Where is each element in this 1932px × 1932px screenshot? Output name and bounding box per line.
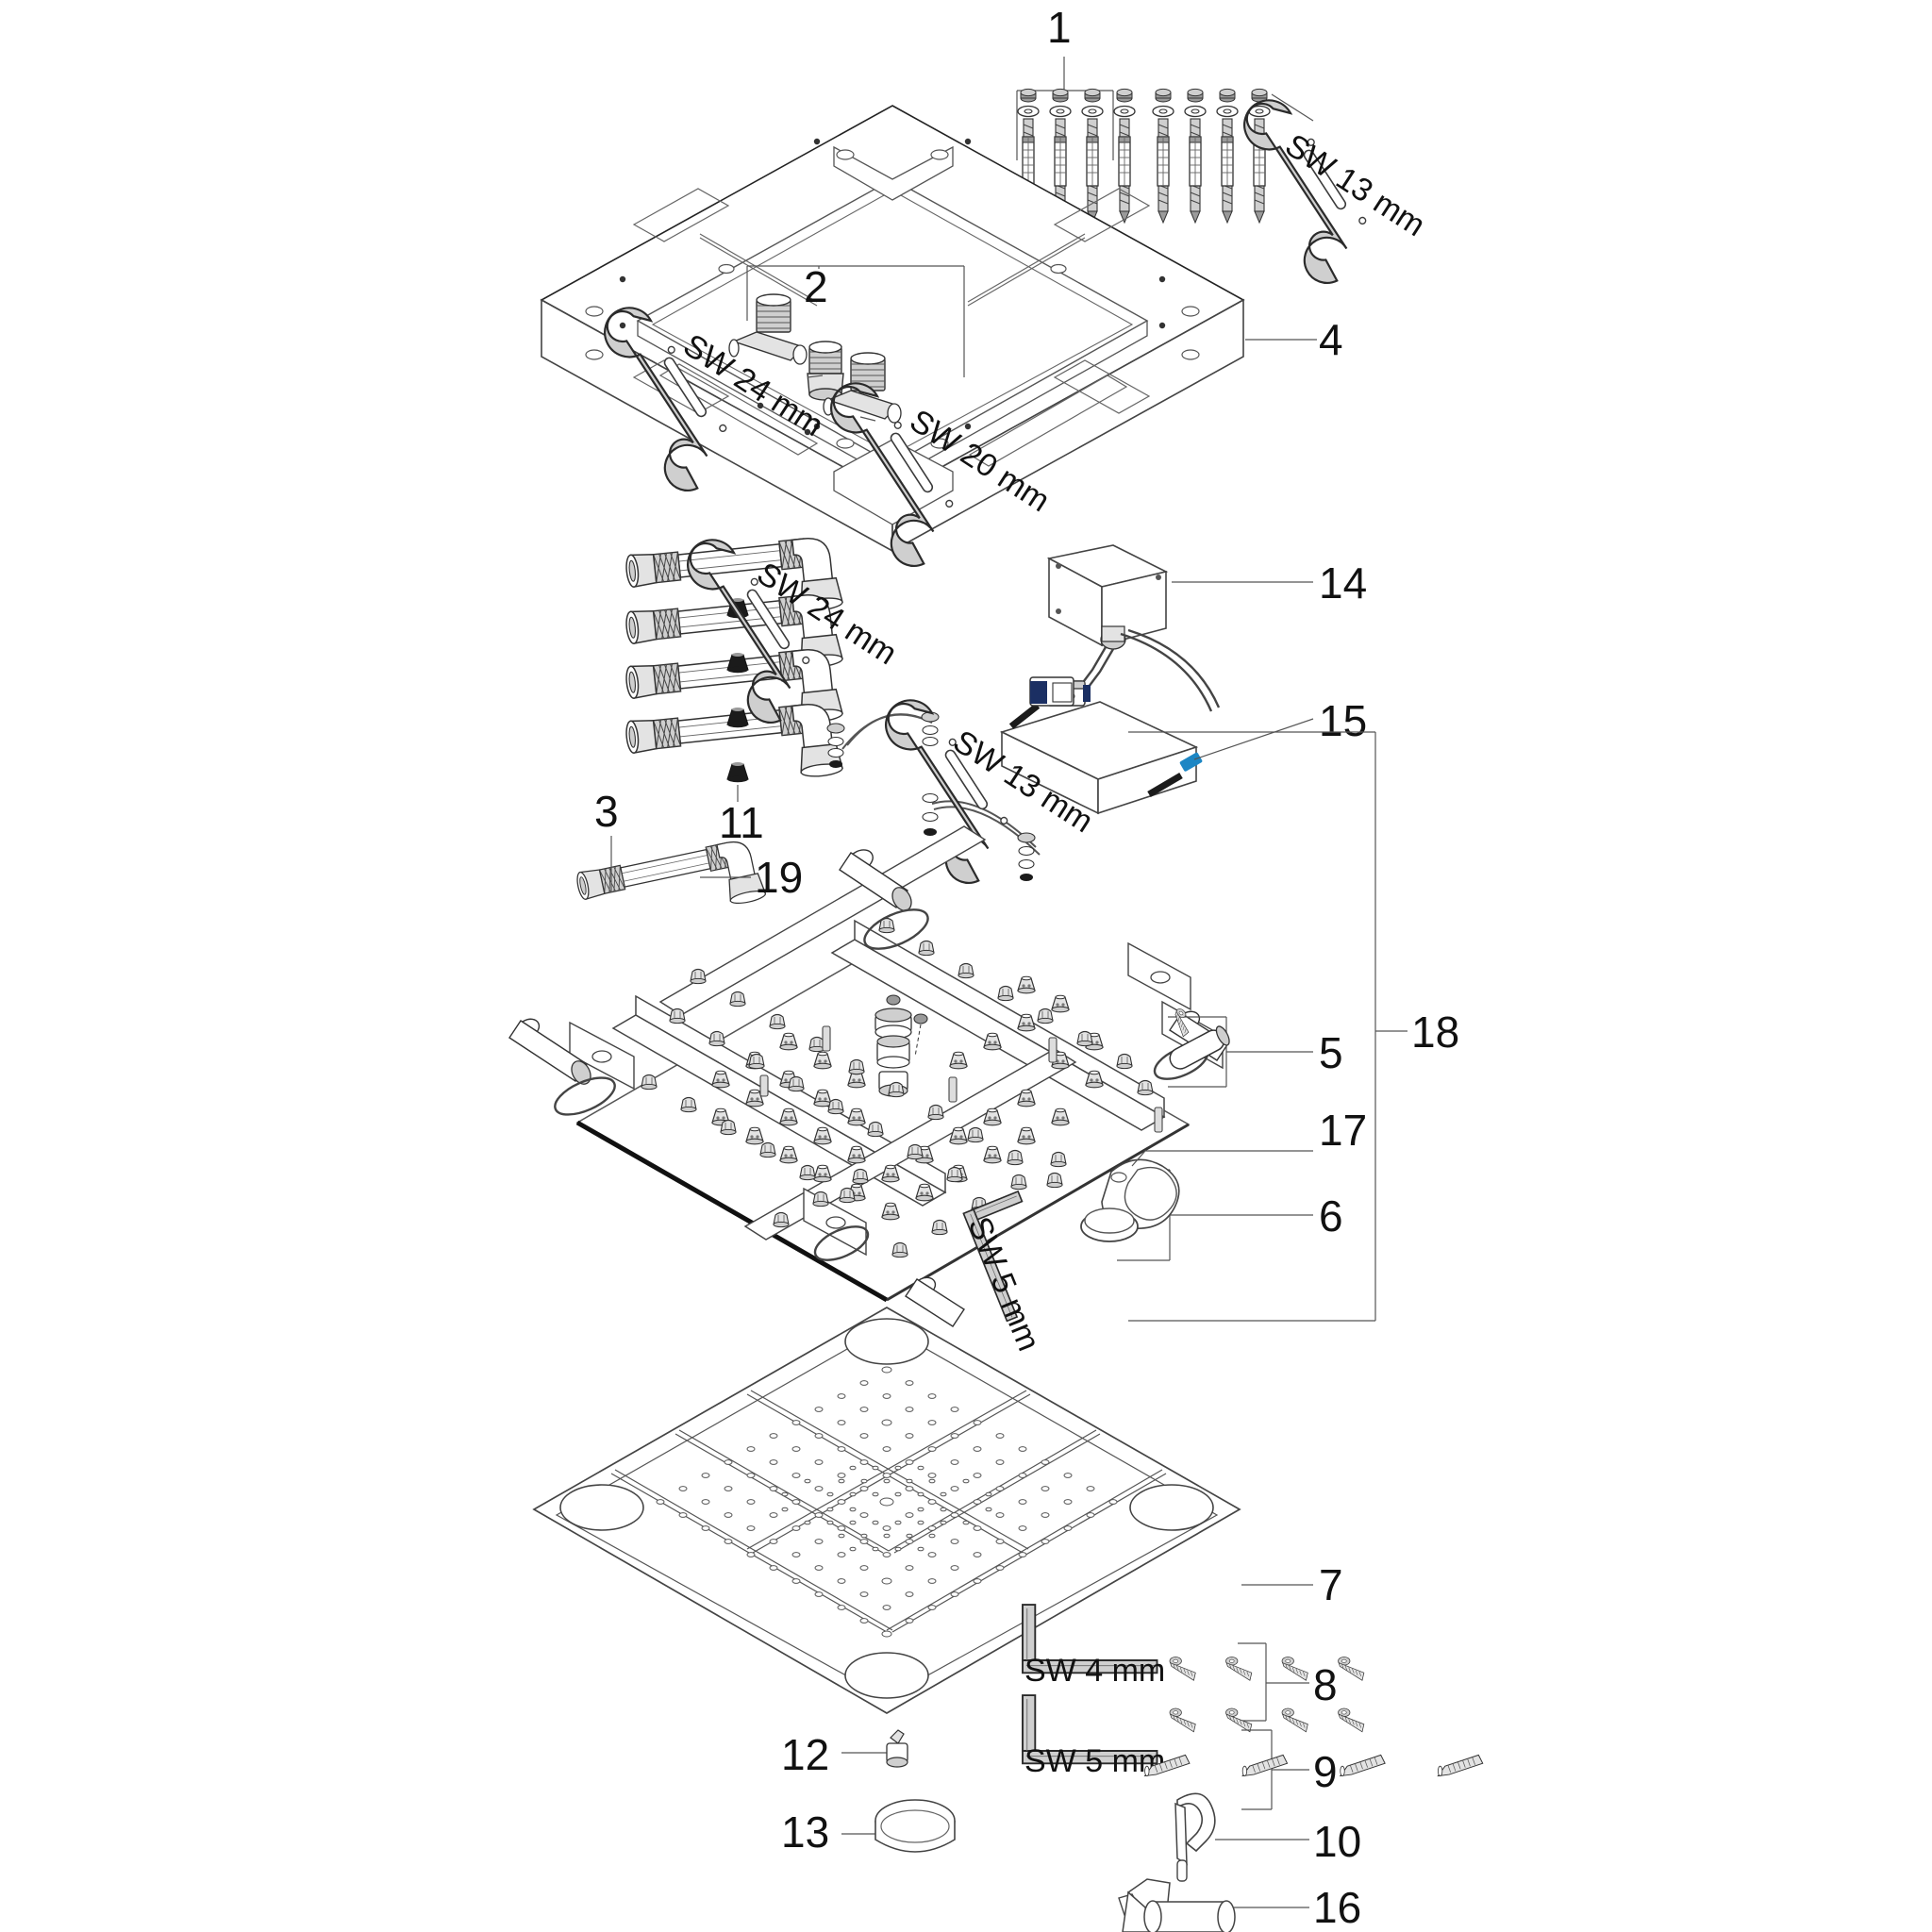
sensor-washer-stack-left: [826, 723, 845, 768]
callout-10: 10: [1313, 1817, 1361, 1866]
callout-12: 12: [781, 1730, 829, 1779]
callout-9: 9: [1313, 1747, 1338, 1796]
connector-female-navy: [1029, 676, 1074, 707]
part-10-safety-hook: 10: [1174, 1792, 1361, 1882]
callout-13: 13: [781, 1807, 829, 1857]
part-9-wall-plugs: SW 5 mm 9: [1022, 1694, 1484, 1810]
part-3-hose-with-elbow: 3 19: [575, 787, 803, 937]
callout-6: 6: [1319, 1191, 1343, 1241]
callout-15: 15: [1319, 696, 1367, 745]
tool-label-sw4: SW 4 mm: [1024, 1653, 1165, 1689]
part-12-nozzle-pin: 12: [781, 1729, 908, 1779]
callout-1: 1: [1047, 3, 1072, 52]
sensor-washer-stack-right: [1017, 832, 1036, 881]
callout-8: 8: [1313, 1660, 1338, 1709]
callout-14: 14: [1319, 558, 1367, 608]
part-16-clamp-cylinder: 16: [1118, 1878, 1361, 1932]
callout-4: 4: [1319, 315, 1343, 364]
callout-19: 19: [755, 853, 803, 902]
pipe-stub-left: [508, 1018, 616, 1116]
part-15-power-supply: 15: [999, 676, 1367, 815]
tool-label-sw5-plugs: SW 5 mm: [1024, 1743, 1165, 1779]
callout-18: 18: [1411, 1008, 1459, 1057]
callout-17: 17: [1319, 1106, 1367, 1155]
callout-16: 16: [1313, 1883, 1361, 1932]
callout-5: 5: [1319, 1028, 1343, 1077]
pipe-stub-bottom: [813, 1225, 965, 1327]
part-group-hoses: 11 SW 24 mm: [624, 529, 903, 847]
pipe-stub-top: [839, 849, 929, 950]
sensor-washer-stack-mid: [921, 711, 940, 836]
part-spray-module-assembly: [508, 825, 1229, 1327]
part-6-knob-and-ring: 6 17: [1080, 1106, 1367, 1261]
callout-2: 2: [804, 262, 828, 311]
callout-18-brace: 18: [1128, 731, 1459, 1322]
callout-11: 11: [719, 798, 764, 847]
callout-7: 7: [1319, 1560, 1343, 1609]
callout-3: 3: [594, 787, 619, 836]
set-screws: [759, 1025, 1163, 1133]
part-13-cover-cap: 13: [781, 1799, 956, 1857]
part-14-junction-box: 14: [1046, 544, 1367, 712]
part-7-shower-face-panel: 7: [532, 1307, 1343, 1714]
part-8-countersunk-screws: SW 4 mm 8: [1022, 1604, 1365, 1733]
anchor-plug-row: [1022, 136, 1266, 187]
part-5-pin-and-screw: 5: [1166, 1007, 1343, 1088]
tool-label-sw5-module: SW 5 mm: [961, 1212, 1047, 1357]
